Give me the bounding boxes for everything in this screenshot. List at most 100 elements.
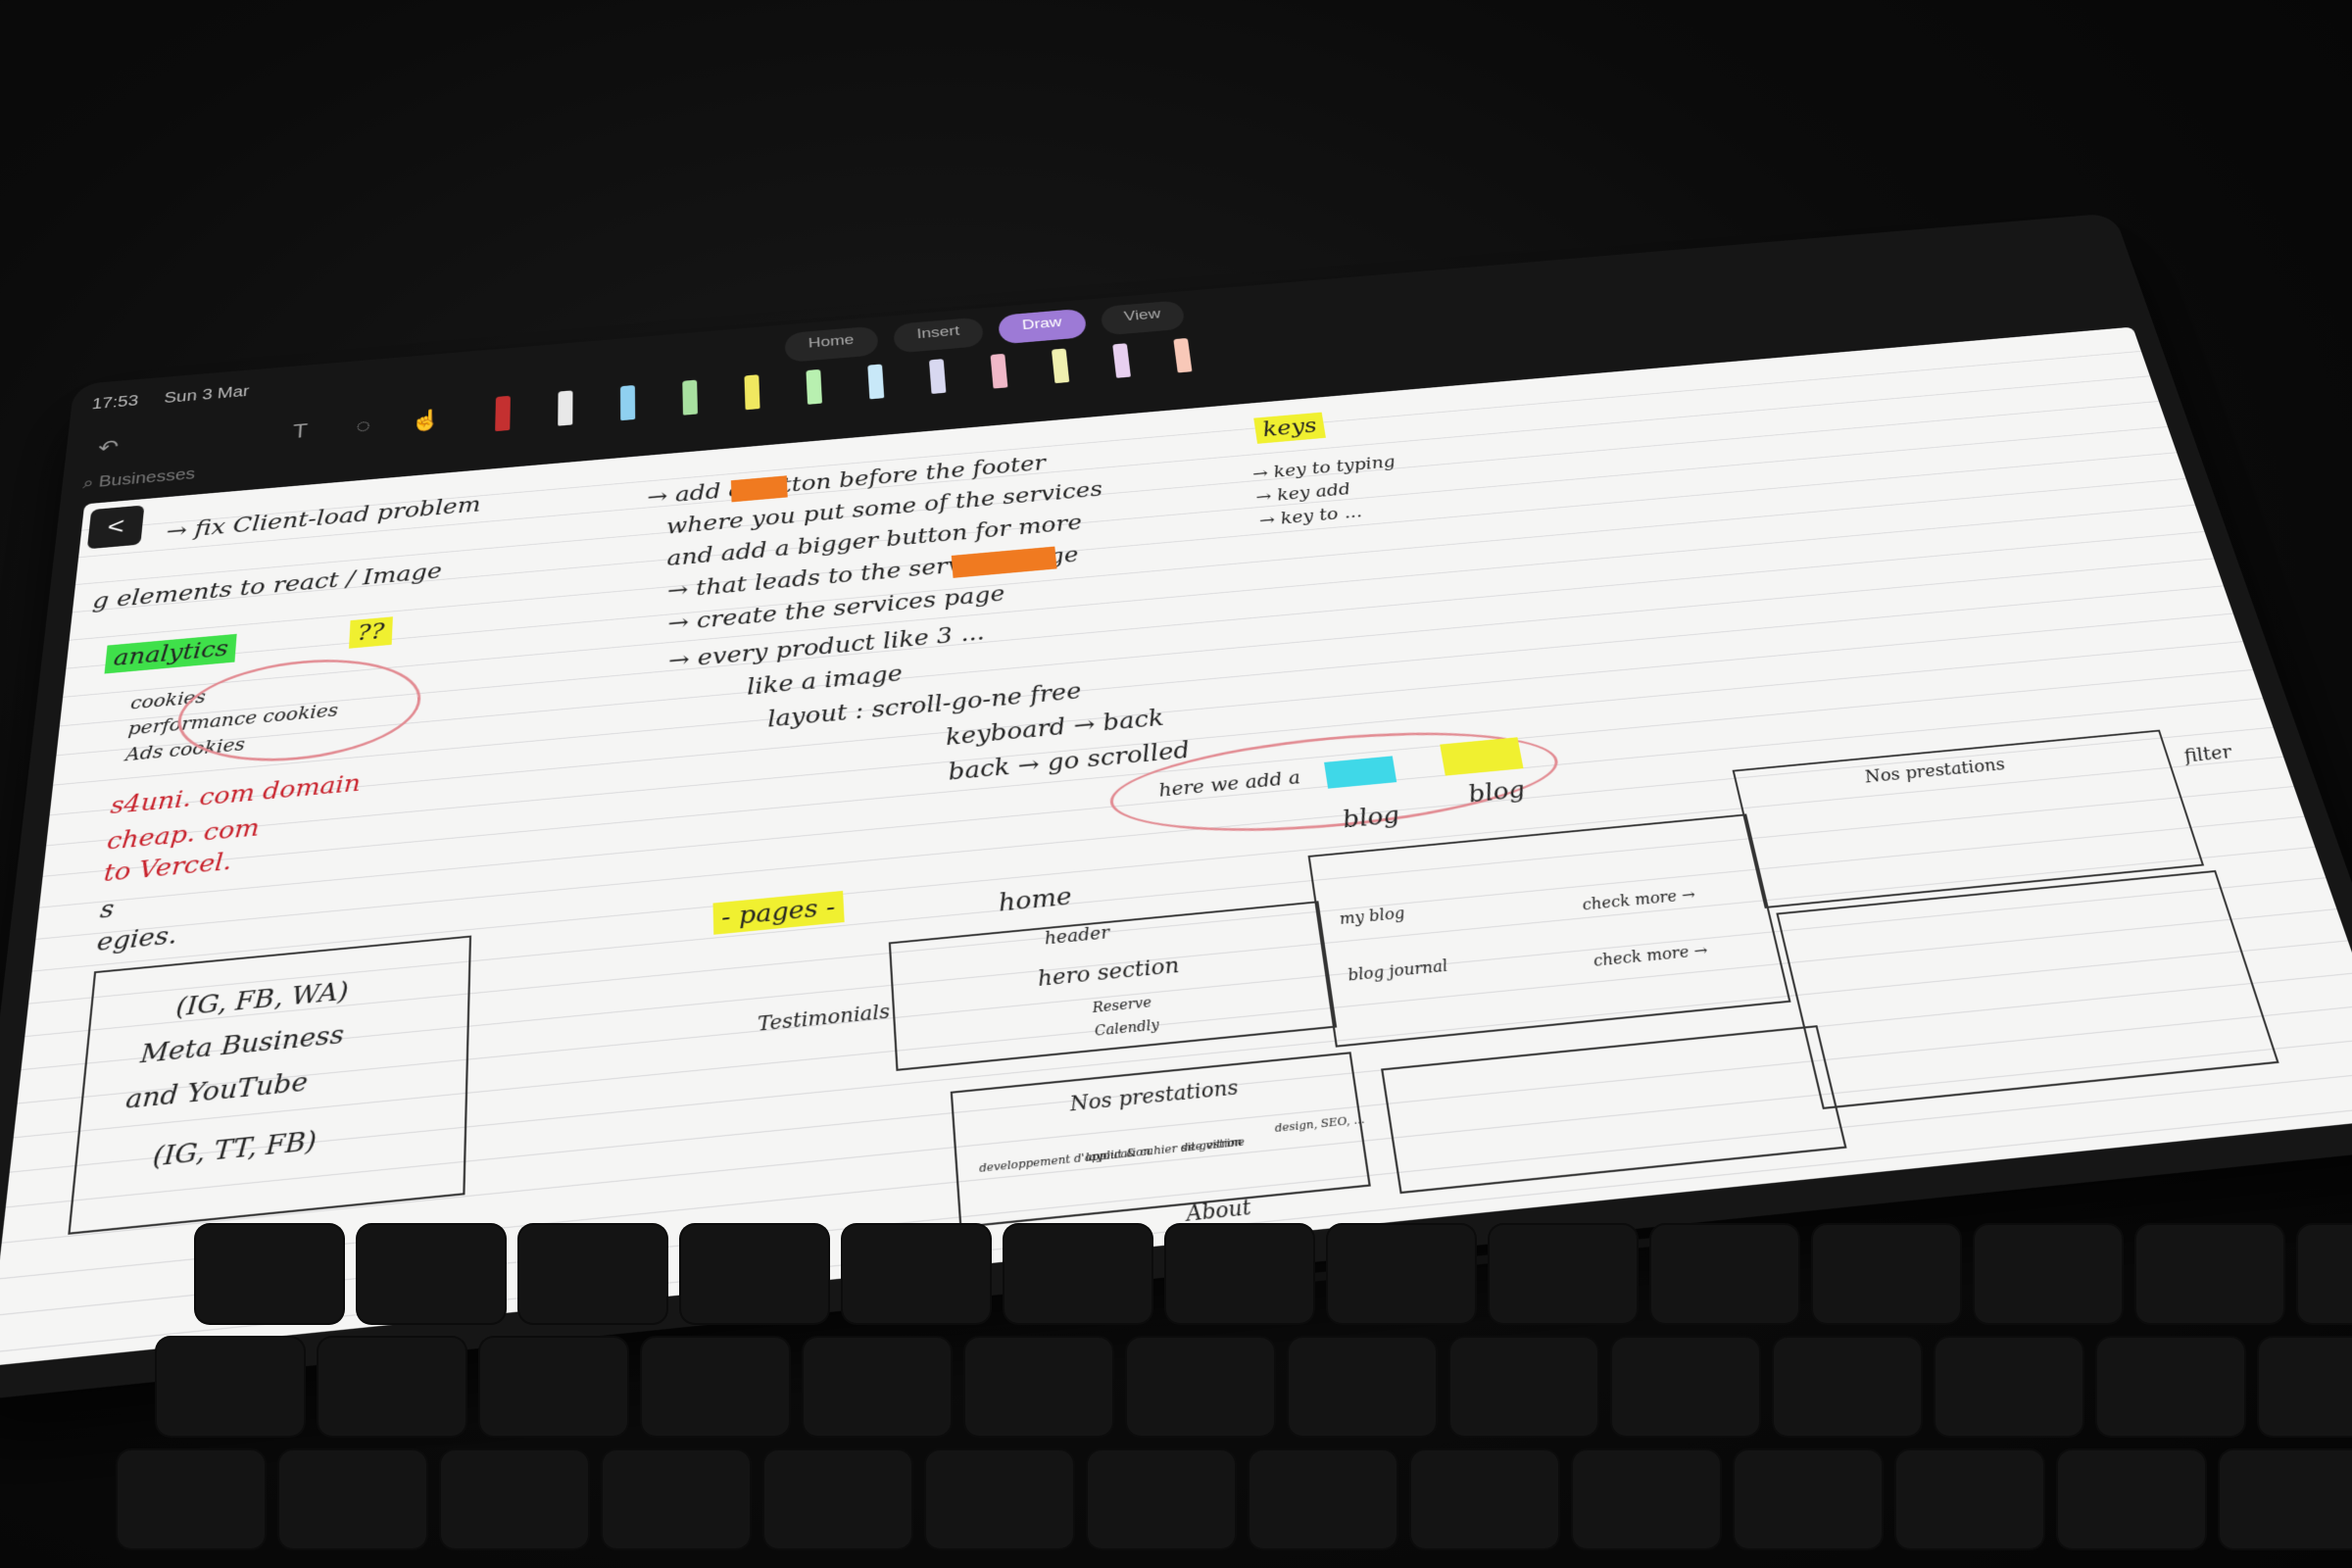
wireframe-title: blog [1466, 776, 1528, 808]
pen-tool-7[interactable] [867, 364, 885, 400]
keyboard-key [603, 1450, 750, 1548]
wireframe-header: header [1044, 922, 1111, 950]
note-line: cheap. com [105, 814, 261, 857]
wireframe-title: Nos prestations [1068, 1075, 1240, 1116]
text-icon[interactable]: T [292, 418, 309, 443]
wireframe-hero: hero section [1037, 954, 1181, 992]
wireframe-label: blog journal [1347, 956, 1449, 985]
note-line: → key to ... [1257, 502, 1363, 530]
keyboard-key [519, 1225, 666, 1323]
keyboard-key [1774, 1338, 1921, 1436]
pen-tool-10[interactable] [1051, 348, 1070, 384]
keyboard-key [2136, 1225, 2283, 1323]
hand-icon[interactable]: ☝ [411, 407, 442, 433]
pen-tool-2[interactable] [558, 390, 573, 426]
keyboard-key [358, 1225, 505, 1323]
highlight-pages: - pages - [712, 890, 845, 935]
keyboard-key [764, 1450, 911, 1548]
keyboard-key [2097, 1338, 2244, 1436]
wireframe-services-detail [1776, 869, 2279, 1109]
wireframe-label: Testimonials [757, 999, 891, 1036]
keyboard-key [118, 1450, 265, 1548]
pen-tool-4[interactable] [682, 379, 698, 416]
pen-tool-1[interactable] [495, 395, 511, 432]
lasso-icon[interactable]: ◌ [355, 413, 371, 437]
keyboard-key [1166, 1225, 1313, 1323]
pen-tool-11[interactable] [1112, 343, 1131, 378]
keyboard-key [843, 1225, 990, 1323]
wireframe-label: filter [2180, 741, 2235, 766]
status-date: Sun 3 Mar [163, 382, 250, 407]
keyboard-key [1411, 1450, 1558, 1548]
highlight-analytics: analytics [104, 633, 238, 674]
highlight-keys: keys [1253, 412, 1327, 444]
pen-tool-9[interactable] [990, 353, 1008, 389]
note-line: Meta Business [139, 1020, 345, 1070]
highlight-orange [951, 546, 1057, 578]
wireframe-title: blog [1341, 802, 1402, 834]
keyboard-key [642, 1338, 789, 1436]
keyboard-key [1735, 1450, 1882, 1548]
keyboard-key [1936, 1338, 2082, 1436]
wireframe-link: check more → [1592, 941, 1710, 970]
undo-icon[interactable]: ↶ [97, 434, 121, 460]
wireframe-link: check more → [1580, 885, 1697, 914]
wireframe-title: Nos prestations [1862, 755, 2008, 787]
note-line: → fix Client-load problem [165, 493, 481, 544]
note-line: → key to typing [1250, 452, 1397, 483]
wireframe-title: home [997, 882, 1074, 918]
note-line: g elements to react / Image [91, 559, 443, 614]
keyboard-key [2298, 1225, 2352, 1323]
keyboard-key [1975, 1225, 2122, 1323]
keyboard-key [157, 1338, 304, 1436]
pen-tool-3[interactable] [619, 384, 636, 421]
tab-insert[interactable]: Insert [892, 317, 985, 354]
keyboard-key [1004, 1225, 1152, 1323]
keyboard [118, 1225, 2352, 1568]
note-line: → key add [1254, 478, 1352, 507]
tab-draw[interactable]: Draw [998, 308, 1087, 345]
keyboard-key [279, 1450, 426, 1548]
status-time: 17:53 [90, 392, 139, 414]
keyboard-key [441, 1450, 588, 1548]
wireframe-home: header hero section Reserve Calendly [888, 901, 1338, 1071]
keyboard-key [1651, 1225, 1798, 1323]
back-button[interactable]: < [86, 505, 145, 550]
keyboard-key [681, 1225, 828, 1323]
keyboard-key [2259, 1338, 2352, 1436]
wireframe-label: my blog [1338, 904, 1406, 928]
keyboard-key [1289, 1338, 1436, 1436]
tab-home[interactable]: Home [784, 325, 879, 364]
note-line: to Vercel. [102, 848, 233, 888]
keyboard-key [804, 1338, 951, 1436]
keyboard-key [926, 1450, 1073, 1548]
keyboard-key [480, 1338, 627, 1436]
keyboard-key [1490, 1225, 1637, 1323]
wireframe-label: About [1185, 1194, 1252, 1227]
keyboard-key [1127, 1338, 1274, 1436]
note-line: and YouTube [124, 1067, 309, 1116]
wireframe-prestations: Nos prestations developpement d'applicat… [950, 1052, 1371, 1229]
keyboard-key [196, 1225, 343, 1323]
annotation-loop [173, 650, 423, 771]
highlight-orange [730, 475, 788, 503]
pen-tool-6[interactable] [806, 368, 822, 405]
tab-view[interactable]: View [1100, 300, 1187, 336]
keyboard-key [1250, 1450, 1396, 1548]
wireframe-button: Calendly [1094, 1017, 1160, 1040]
note-line: (IG, TT, FB) [151, 1126, 318, 1173]
keyboard-key [1612, 1338, 1759, 1436]
note-line: s [98, 895, 116, 925]
note-line: like a image [746, 661, 904, 701]
wireframe-blog: my blog blog journal check more → check … [1307, 813, 1791, 1048]
keyboard-key [1896, 1450, 2043, 1548]
wireframe-card: design, SEO, ... [1274, 1112, 1366, 1136]
pen-tool-5[interactable] [744, 374, 760, 411]
keyboard-key [1813, 1225, 1960, 1323]
note-line: egies. [95, 921, 178, 957]
pen-tool-8[interactable] [928, 359, 947, 394]
keyboard-key [2058, 1450, 2205, 1548]
note-canvas[interactable]: < → fix Client-load problem g elements t… [0, 326, 2352, 1367]
pen-tool-12[interactable] [1173, 337, 1193, 373]
